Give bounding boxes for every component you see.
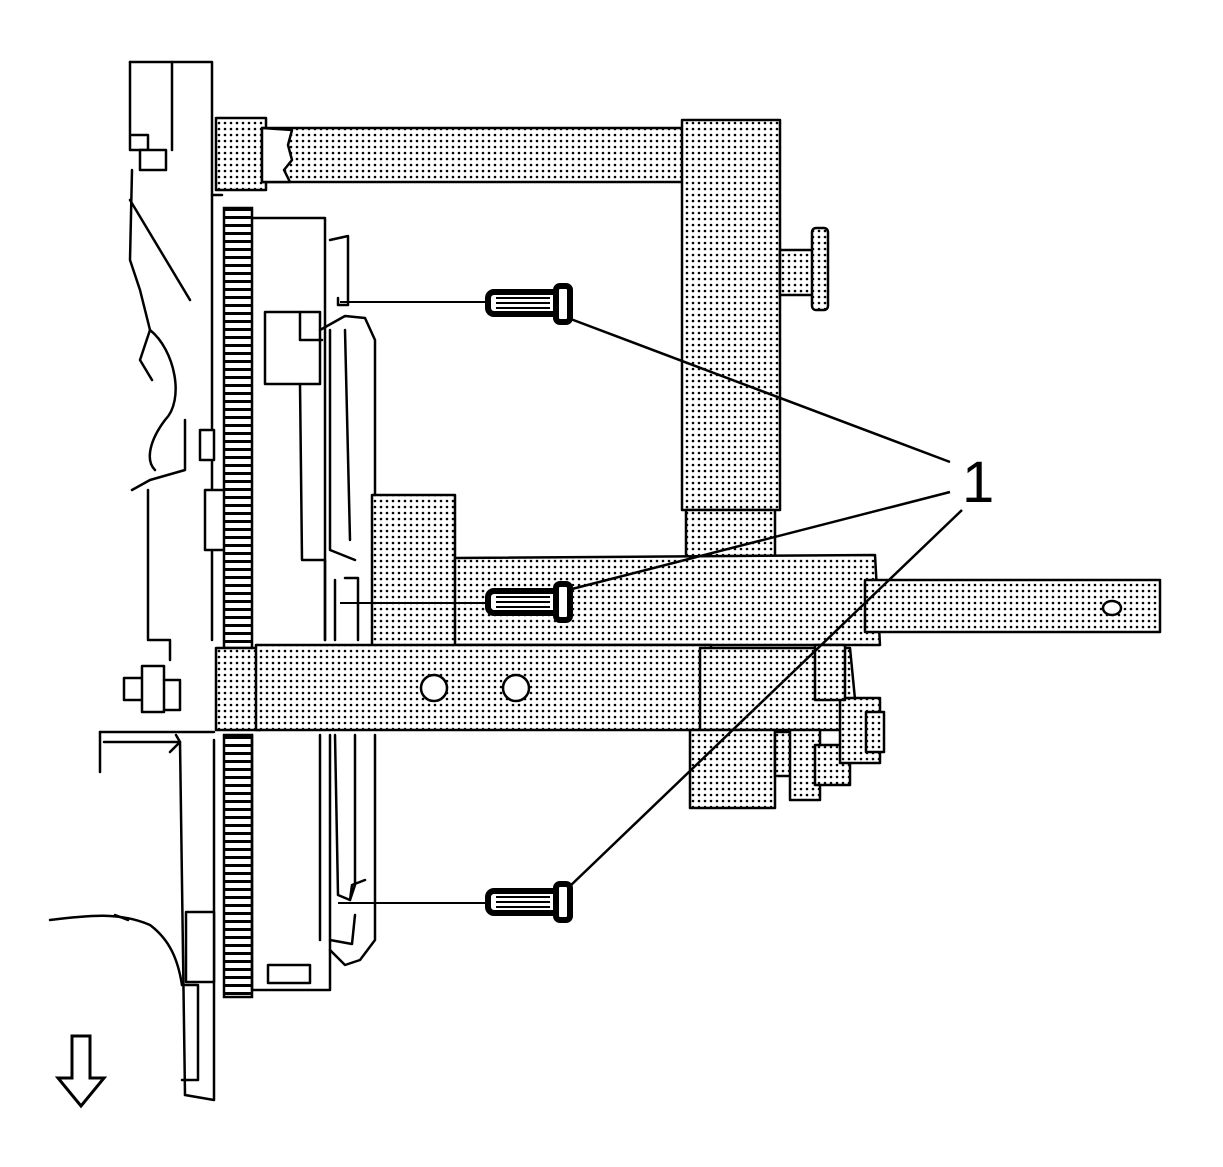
fixture-center-body (370, 493, 1162, 650)
pressure-plate (263, 234, 377, 985)
arrow-down-icon (54, 1034, 108, 1109)
bolt-middle (485, 581, 573, 623)
bolt-alignment-lines (338, 301, 488, 904)
bolt-bottom (485, 881, 573, 923)
engine-block (48, 60, 231, 1102)
callout-label-1: 1 (962, 450, 994, 515)
callout-leaders (567, 316, 963, 889)
fixture-horizontal-arm (214, 643, 860, 732)
fixture-top-arm (214, 116, 830, 562)
bolt-top (485, 283, 573, 325)
flywheel-ring-gear (222, 206, 332, 999)
